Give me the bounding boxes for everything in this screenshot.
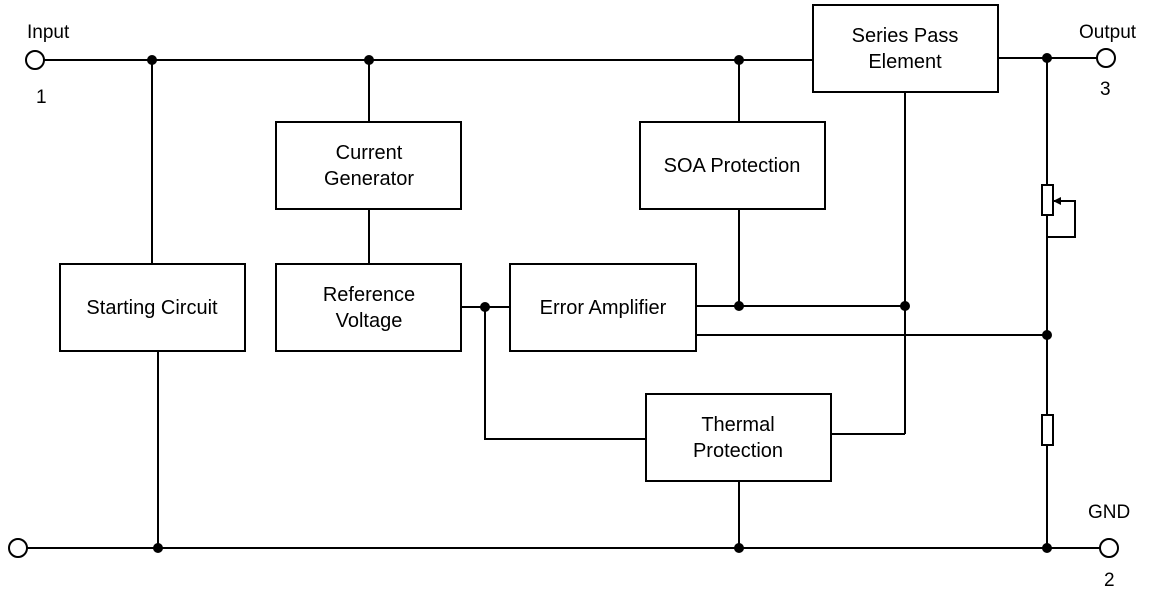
junction-dot: [734, 55, 744, 65]
current-generator-block: Current Generator: [275, 121, 462, 210]
junction-dot: [364, 55, 374, 65]
reference-voltage-label-2: Voltage: [336, 310, 403, 332]
potentiometer-icon: [1041, 184, 1054, 216]
resistor-icon: [1041, 414, 1054, 446]
series-pass-block: Series Pass Element: [812, 4, 999, 93]
junction-dot: [153, 543, 163, 553]
current-generator-label-2: Generator: [324, 168, 414, 190]
output-terminal: [1096, 48, 1116, 68]
junction-dot: [1042, 53, 1052, 63]
wire-ref-thermal: [484, 307, 646, 440]
starting-circuit-block: Starting Circuit: [59, 263, 246, 352]
thermal-protection-label-2: Protection: [693, 440, 783, 462]
gnd-left-terminal: [8, 538, 28, 558]
gnd-pin-number: 2: [1104, 570, 1115, 591]
junction-dot: [480, 302, 490, 312]
junctions: [147, 53, 1052, 553]
input-terminal: [25, 50, 45, 70]
junction-dot: [1042, 330, 1052, 340]
junction-dot: [734, 543, 744, 553]
gnd-label: GND: [1088, 502, 1130, 523]
junction-dot: [147, 55, 157, 65]
wiper-arrow-icon: [1053, 197, 1061, 205]
series-pass-label-2: Element: [868, 51, 942, 73]
wire-wiper-loop: [1047, 200, 1076, 238]
thermal-protection-block: Thermal Protection: [645, 393, 832, 482]
reference-voltage-label-1: Reference: [323, 284, 415, 306]
junction-dot: [1042, 543, 1052, 553]
soa-protection-label: SOA Protection: [664, 155, 801, 177]
reference-voltage-block: Reference Voltage: [275, 263, 462, 352]
soa-protection-block: SOA Protection: [639, 121, 826, 210]
series-pass-label-1: Series Pass: [852, 25, 959, 47]
error-amplifier-block: Error Amplifier: [509, 263, 697, 352]
error-amplifier-label: Error Amplifier: [540, 297, 667, 319]
current-generator-label-1: Current: [336, 142, 403, 164]
junction-dot: [900, 301, 910, 311]
wires: [27, 57, 1100, 549]
thermal-protection-label-1: Thermal: [701, 414, 774, 436]
starting-circuit-label: Starting Circuit: [86, 297, 218, 319]
output-label: Output: [1079, 22, 1137, 43]
junction-dot: [734, 301, 744, 311]
output-pin-number: 3: [1100, 79, 1111, 100]
input-pin-number: 1: [36, 87, 47, 108]
gnd-terminal: [1099, 538, 1119, 558]
input-label: Input: [27, 22, 70, 43]
